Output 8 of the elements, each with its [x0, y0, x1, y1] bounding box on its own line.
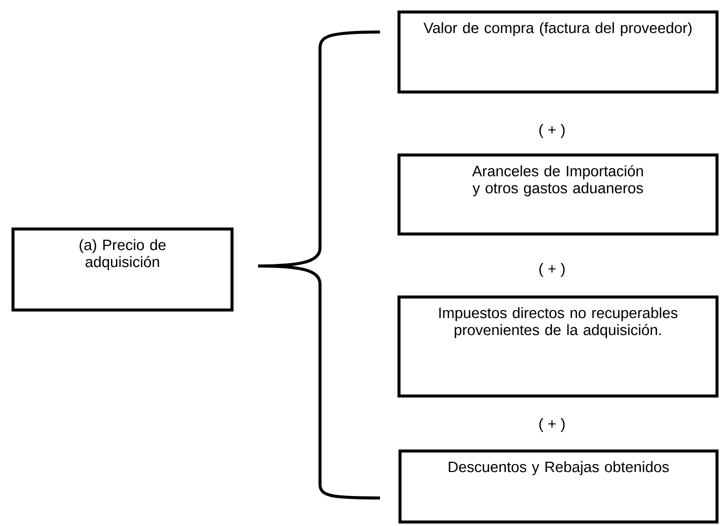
text-box: Valor de compra (factura del proveedor) [398, 10, 718, 94]
text-box: Descuentos y Rebajas obtenidos [398, 449, 718, 524]
text-box: (a) Precio de adquisición [12, 228, 234, 312]
plus-sign: ( + ) [539, 124, 565, 138]
plus-sign: ( + ) [539, 263, 565, 277]
text-box: Aranceles de Importación y otros gastos aduaneros [398, 153, 718, 236]
plus-sign: ( + ) [539, 418, 565, 432]
text-box: Impuestos directos no recuperables provenientes de la adquisición. [398, 295, 718, 398]
